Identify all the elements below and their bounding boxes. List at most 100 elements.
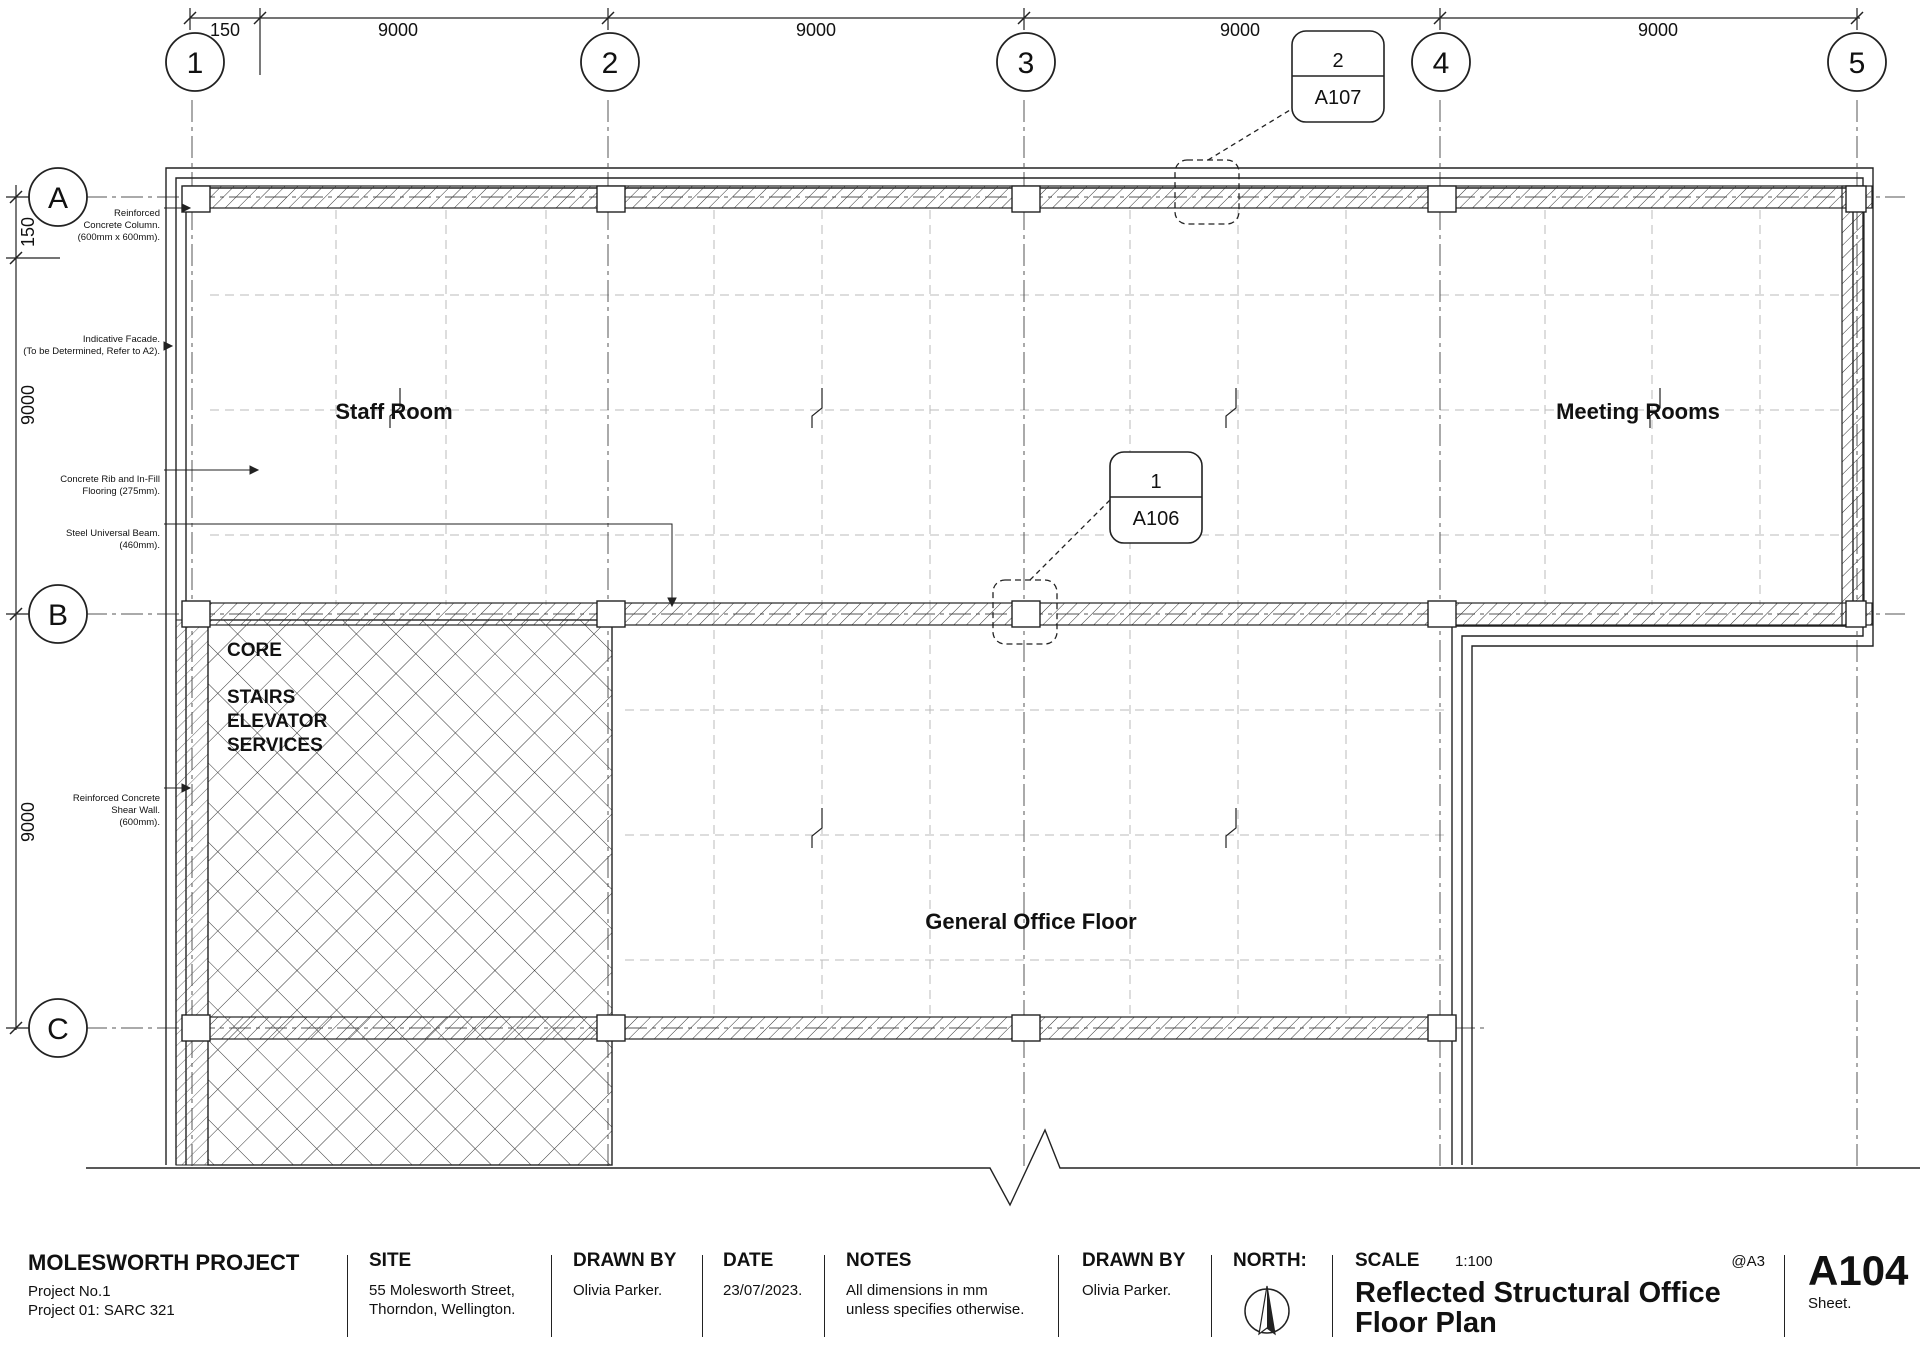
callout-leader — [1207, 109, 1291, 161]
drawing-title-line1: Reflected Structural Office — [1355, 1277, 1721, 1309]
north-label: NORTH: — [1233, 1250, 1307, 1271]
notes-label: NOTES — [846, 1250, 912, 1271]
tb-sheet: A104 Sheet. — [1808, 1250, 1918, 1340]
grid-label-col-2: 2 — [602, 47, 619, 80]
tb-date: DATE 23/07/2023. — [723, 1250, 823, 1340]
tb-separator — [551, 1255, 552, 1337]
grid-label-row-a: A — [48, 182, 68, 215]
dim-column-spacing: 9000 — [796, 20, 836, 40]
annotation-text: Flooring (275mm). — [82, 486, 160, 497]
sheet-number: A104 — [1808, 1247, 1909, 1294]
callout-leader — [1029, 499, 1111, 581]
grid-bubbles — [28, 32, 1887, 1058]
callout-sheet: A106 — [1133, 508, 1180, 530]
dim-row-spacing: 9000 — [18, 802, 38, 842]
annotation-text: (460mm). — [119, 540, 160, 551]
annotation-text: Concrete Rib and In-Fill — [60, 474, 160, 485]
tb-separator — [347, 1255, 348, 1337]
room-label-meeting: Meeting Rooms — [1556, 399, 1720, 424]
grid-bubble-row — [28, 167, 88, 227]
drawn-by-label-2: DRAWN BY — [1082, 1250, 1186, 1271]
tb-scale-title: SCALE 1:100 @A3 Reflected Structural Off… — [1355, 1250, 1765, 1340]
sheet-label: Sheet. — [1808, 1295, 1852, 1312]
drawn-by: Olivia Parker. — [573, 1282, 663, 1299]
grid-label-col-3: 3 — [1018, 47, 1035, 80]
date-value: 23/07/2023. — [723, 1282, 803, 1299]
dim-column-spacing: 9000 — [378, 20, 418, 40]
beam-col-5 — [1841, 185, 1865, 627]
grid-label-row-b: B — [48, 599, 68, 632]
notes-line1: All dimensions in mm — [846, 1282, 988, 1299]
grid-bubble-row — [28, 584, 88, 644]
annotation-text: (To be Determined, Refer to A2). — [23, 346, 160, 357]
grid-bubble-col — [1411, 32, 1471, 92]
tb-separator — [824, 1255, 825, 1337]
callout-number: 1 — [1150, 471, 1161, 493]
drawing-title-line2: Floor Plan — [1355, 1307, 1497, 1339]
dim-offset-top: 150 — [210, 20, 240, 40]
tb-separator — [1784, 1255, 1785, 1337]
span-direction-symbols — [389, 388, 1661, 848]
annotation-text: Concrete Column. — [83, 220, 160, 231]
break-line — [86, 1128, 1920, 1207]
annotation-text: Reinforced Concrete — [73, 793, 160, 804]
top-dimension-ticks — [183, 11, 1864, 25]
tb-project: MOLESWORTH PROJECT Project No.1 Project … — [28, 1250, 348, 1340]
scale-value: 1:100 — [1455, 1253, 1493, 1270]
date-label: DATE — [723, 1250, 774, 1271]
tb-site: SITE 55 Molesworth Street, Thorndon, Wel… — [369, 1250, 549, 1340]
grid-bubble-col — [996, 32, 1056, 92]
grid-bubble-labels: 1 2 3 4 5 A B C — [47, 47, 1865, 1046]
annotation-text: Reinforced — [114, 208, 160, 219]
project-no: Project No.1 — [28, 1283, 111, 1300]
notes-line2: unless specifies otherwise. — [846, 1301, 1025, 1318]
core-label: ELEVATOR — [227, 711, 328, 732]
annotation-text: Shear Wall. — [111, 805, 160, 816]
tb-drawn-by: DRAWN BY Olivia Parker. — [573, 1250, 698, 1340]
project-code: Project 01: SARC 321 — [28, 1302, 175, 1319]
annotation-text: Steel Universal Beam. — [66, 528, 160, 539]
core-label: STAIRS — [227, 687, 295, 708]
paper-size: @A3 — [1731, 1253, 1765, 1270]
callout-highlight-a106 — [992, 579, 1058, 645]
grid-bubble-col — [580, 32, 640, 92]
annotation-text: Indicative Facade. — [83, 334, 160, 345]
grid-label-col-1: 1 — [187, 47, 204, 80]
concrete-columns — [181, 185, 1867, 1042]
site-line2: Thorndon, Wellington. — [369, 1301, 516, 1318]
scale-label: SCALE — [1355, 1250, 1420, 1271]
dim-column-spacing: 9000 — [1220, 20, 1260, 40]
tb-north: NORTH: — [1233, 1250, 1333, 1340]
left-dimension-ticks — [9, 190, 23, 1035]
callout-highlight-a107 — [1174, 159, 1240, 225]
core-label: SERVICES — [227, 735, 323, 756]
tb-separator — [1211, 1255, 1212, 1337]
north-arrow-icon — [1244, 1285, 1290, 1336]
site-line1: 55 Molesworth Street, — [369, 1282, 515, 1299]
tb-drawn-by-2: DRAWN BY Olivia Parker. — [1082, 1250, 1207, 1340]
room-label-office: General Office Floor — [925, 909, 1137, 934]
grid-label-col-5: 5 — [1849, 47, 1866, 80]
grid-label-row-c: C — [47, 1013, 69, 1046]
annotation-labels: Reinforced Concrete Column. (600mm x 600… — [23, 208, 160, 828]
annotation-text: (600mm). — [119, 817, 160, 828]
shear-wall — [175, 619, 209, 1166]
grid-bubble-row — [28, 998, 88, 1058]
annotation-leaders — [163, 203, 677, 793]
grid-bubble-col — [1827, 32, 1887, 92]
site-label: SITE — [369, 1250, 412, 1271]
beam-row-c — [183, 1016, 1457, 1040]
core-label: CORE — [227, 640, 282, 661]
grid-label-col-4: 4 — [1433, 47, 1450, 80]
tb-separator — [1332, 1255, 1333, 1337]
room-label-staff: Staff Room — [335, 399, 452, 424]
core-area — [207, 619, 613, 1166]
core-labels: CORE STAIRS ELEVATOR SERVICES — [227, 640, 328, 756]
tb-separator — [1058, 1255, 1059, 1337]
annotation-text: (600mm x 600mm). — [78, 232, 160, 243]
drawn-by-label: DRAWN BY — [573, 1250, 677, 1271]
tb-notes: NOTES All dimensions in mm unless specif… — [846, 1250, 1056, 1340]
callout-sheet: A107 — [1315, 87, 1362, 109]
tb-separator — [702, 1255, 703, 1337]
